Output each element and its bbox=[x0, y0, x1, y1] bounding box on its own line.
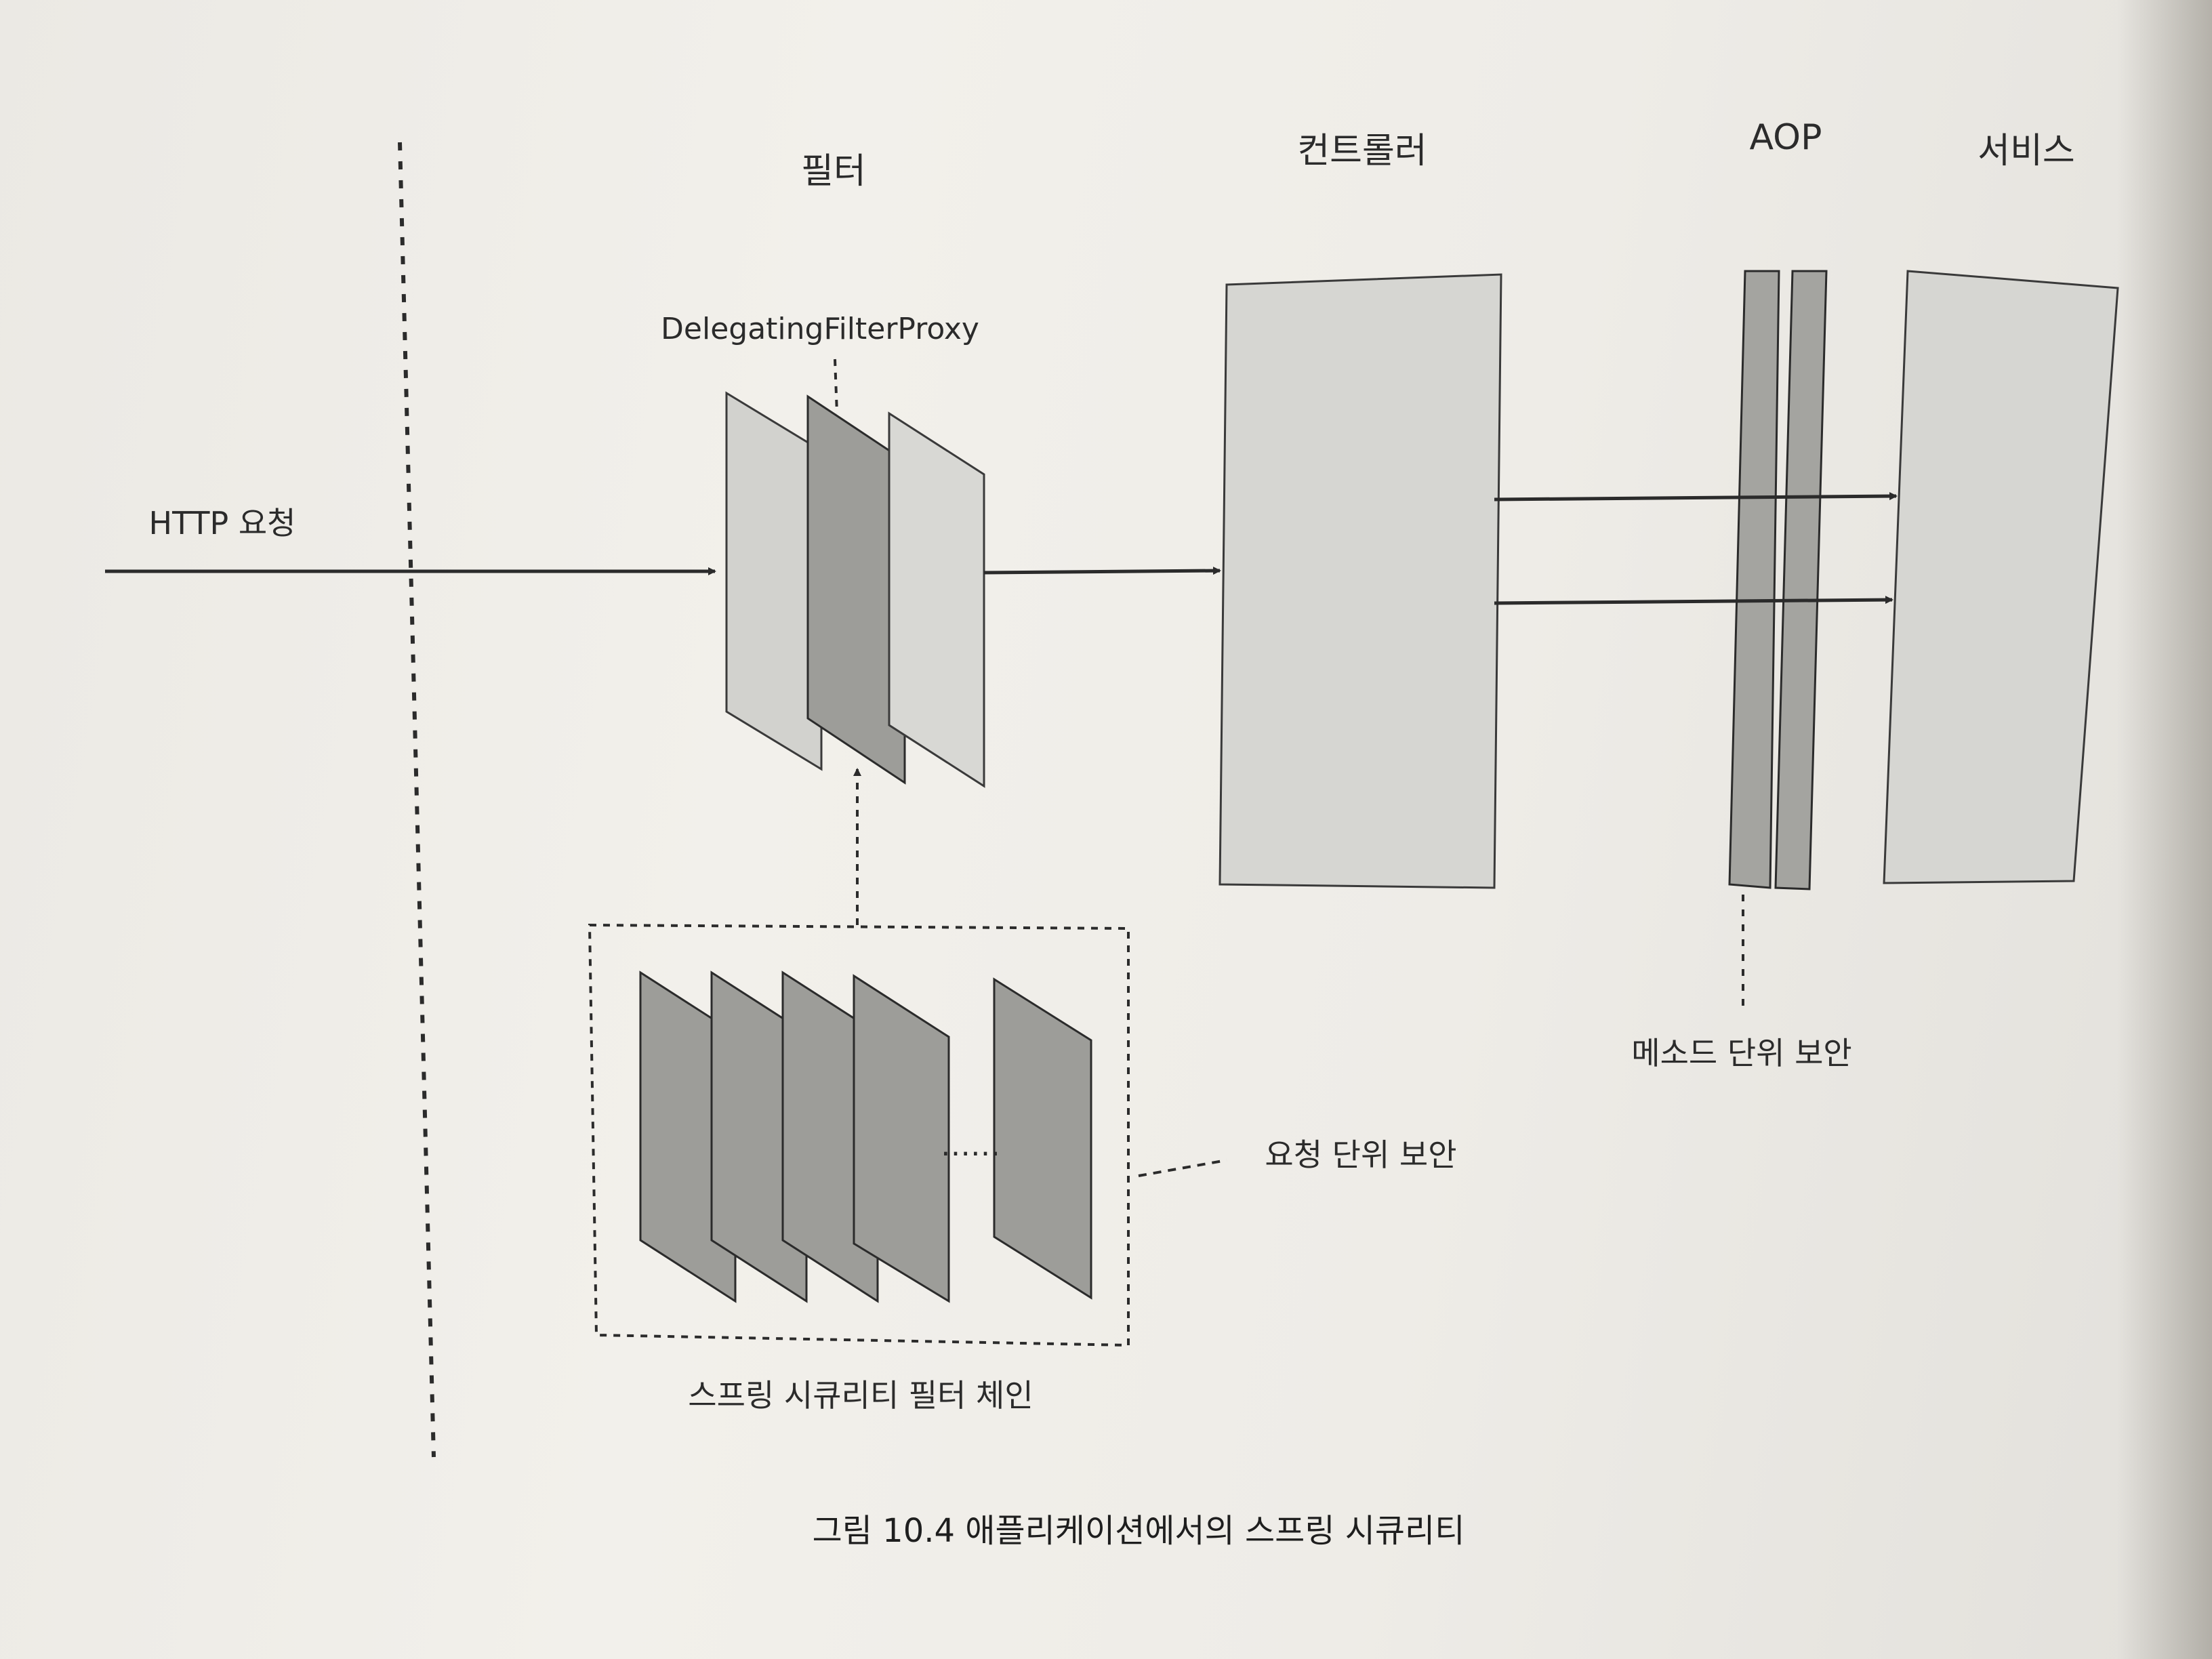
request-security-pointer bbox=[1138, 1159, 1227, 1177]
filter-chain-label: 스프링 시큐리티 필터 체인 bbox=[688, 1377, 1033, 1414]
method-security-label: 메소드 단위 보안 bbox=[1631, 1035, 1851, 1071]
controller-block bbox=[1218, 273, 1502, 889]
filter-to-controller-arrow bbox=[983, 567, 1221, 575]
delegating-filter-proxy-label: DelegatingFilterProxy bbox=[661, 312, 979, 346]
filter-panel-back bbox=[888, 411, 985, 788]
figure-caption: 그림 10.4 애플리케이션에서의 스프링 시큐리티 bbox=[813, 1512, 1465, 1550]
controller-to-service-arrow-2 bbox=[1494, 596, 1893, 605]
aop-label: AOP bbox=[1750, 117, 1822, 158]
filter-panel-delegating bbox=[806, 394, 906, 785]
service-block bbox=[1883, 270, 2119, 884]
filter-panel-front bbox=[725, 391, 823, 771]
request-security-label: 요청 단위 보안 bbox=[1265, 1136, 1456, 1173]
delegating-proxy-pointer bbox=[834, 359, 838, 414]
filter-label: 필터 bbox=[801, 151, 866, 192]
controller-label: 컨트롤러 bbox=[1297, 131, 1427, 171]
service-label: 서비스 bbox=[1978, 131, 2075, 171]
http-request-label: HTTP 요청 bbox=[149, 505, 296, 541]
filter-chain-panels bbox=[639, 970, 1092, 1303]
aop-bar-right bbox=[1774, 270, 1828, 890]
aop-bar-left bbox=[1728, 270, 1780, 889]
chain-filter-4 bbox=[853, 974, 950, 1303]
boundary-dotted-line bbox=[398, 142, 436, 1458]
filter-stack bbox=[725, 391, 985, 788]
controller-to-service-arrow-1 bbox=[1494, 492, 1898, 501]
chain-filter-5 bbox=[993, 977, 1092, 1300]
page-edge-shadow bbox=[2117, 0, 2212, 1659]
filter-chain-ellipsis: …… bbox=[941, 1128, 1000, 1163]
